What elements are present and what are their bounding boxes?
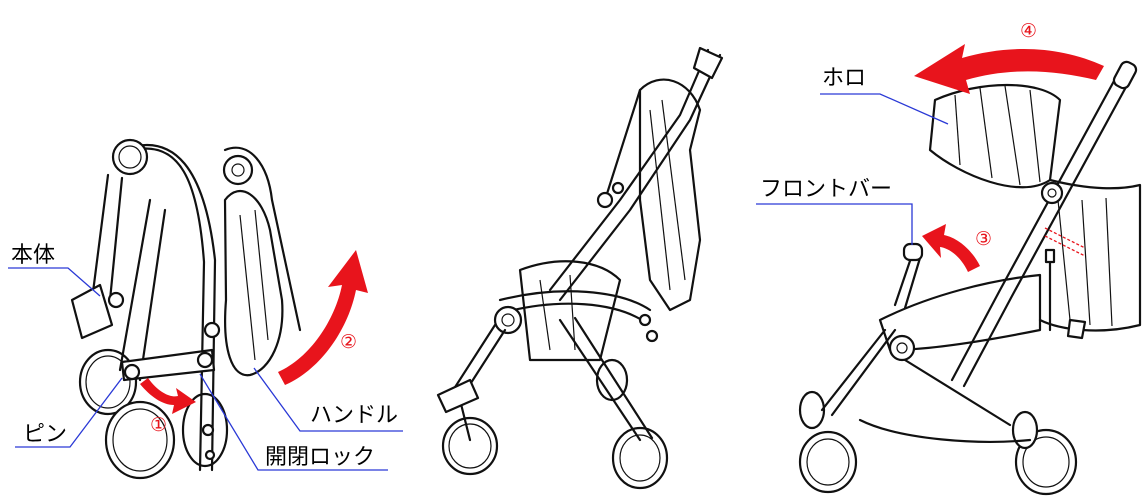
curved-arrow (914, 44, 1104, 94)
wheel (595, 358, 629, 402)
step-3: ③ (975, 228, 992, 250)
label-canopy: ホロ (820, 66, 949, 125)
stroller-folded (70, 138, 368, 480)
wheel (441, 416, 499, 476)
label-front-bar: フロントバー (756, 177, 913, 245)
curved-arrow (922, 224, 980, 272)
wheel (1011, 410, 1039, 450)
wheel (798, 430, 858, 494)
label-lock: 開閉ロック (199, 373, 388, 471)
step-1: ① (150, 414, 167, 436)
curved-arrow (140, 378, 196, 414)
curved-arrow (278, 250, 368, 385)
svg-text:ホロ: ホロ (822, 66, 866, 91)
wheel (611, 426, 669, 490)
svg-text:ピン: ピン (23, 422, 67, 447)
svg-text:本体: 本体 (11, 243, 55, 268)
label-handle: ハンドル (253, 367, 403, 432)
svg-text:ハンドル: ハンドル (310, 403, 398, 428)
label-body: 本体 (8, 243, 101, 297)
svg-text:開閉ロック: 開閉ロック (265, 445, 375, 470)
wheel (104, 400, 176, 480)
wheel (798, 390, 826, 430)
stroller-half-open (436, 46, 724, 490)
stroller-open (798, 44, 1142, 496)
label-pin: ピン (15, 377, 123, 448)
svg-text:フロントバー: フロントバー (760, 177, 892, 202)
step-2: ② (340, 331, 357, 353)
step-4: ④ (1020, 20, 1037, 42)
